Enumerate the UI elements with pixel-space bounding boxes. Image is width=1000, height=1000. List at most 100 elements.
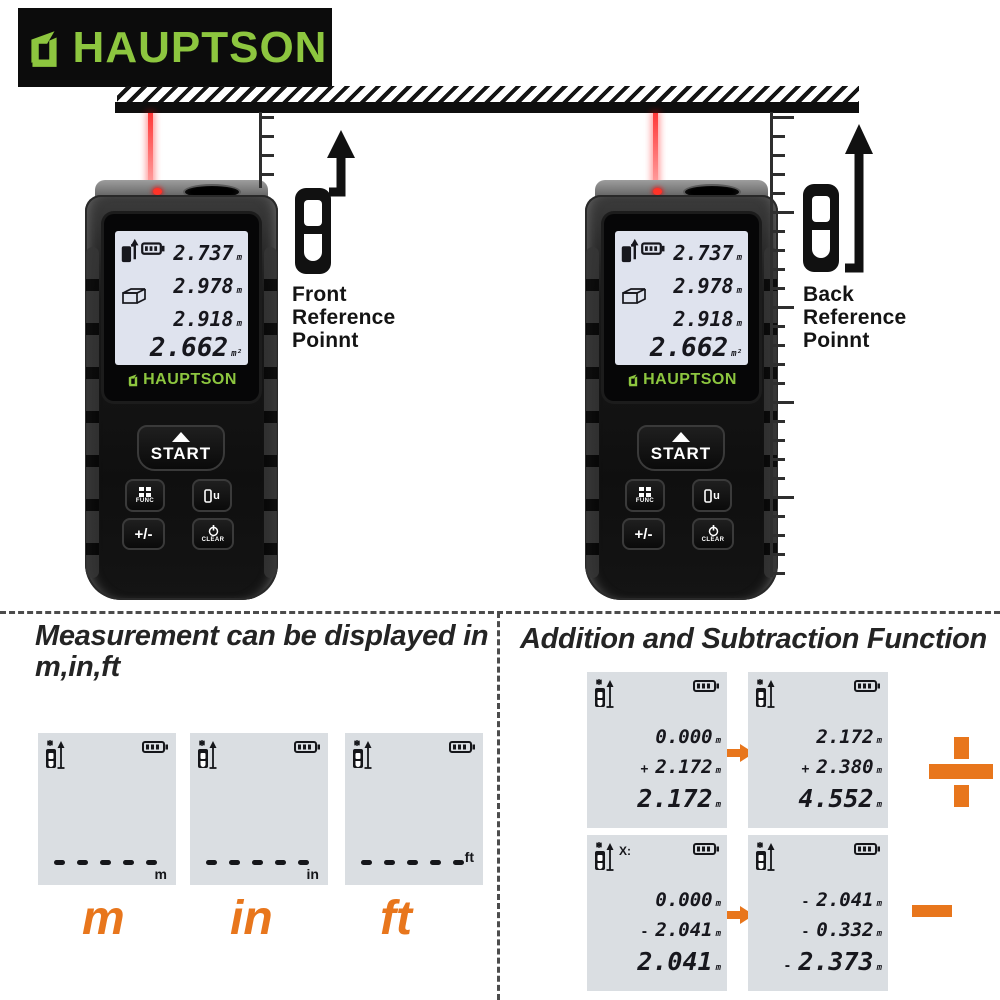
brand-logo-icon <box>30 30 57 67</box>
front-reference-icon <box>295 130 355 274</box>
device-laser-icon <box>756 679 775 708</box>
ruler-short <box>259 112 274 188</box>
brand-glyph-icon <box>128 374 138 387</box>
plus-minus-label: +/- <box>134 525 153 543</box>
front-reference-label: Front Reference Poinnt <box>292 283 395 352</box>
measurement-value: 2.918 <box>673 307 734 331</box>
measurement-value: 2.918 <box>173 307 234 331</box>
ceiling-bar <box>115 102 859 113</box>
laser-beam-left <box>148 113 153 186</box>
func-button: FUNC <box>125 479 165 512</box>
measurement-unit: m <box>236 319 242 329</box>
device-laser-icon <box>46 740 65 769</box>
device-glyph-icon <box>704 488 712 503</box>
unit-button-label: u <box>713 489 720 502</box>
left-title-line2: m,in,ft <box>35 651 120 684</box>
blank-measurement-dashes <box>54 860 157 865</box>
measurement-unit: m <box>236 286 242 296</box>
left-section-title: Measurement can be displayed in m,in,ft <box>35 620 489 684</box>
front-label-line1: Front <box>292 283 347 306</box>
unit-button: u <box>192 479 232 512</box>
back-reference-icon <box>803 124 873 273</box>
blank-measurement-dashes <box>206 860 309 865</box>
clear-button: CLEAR <box>692 518 734 550</box>
unit-screen-in: in <box>190 733 328 885</box>
blank-measurement-dashes <box>361 860 464 865</box>
device-laser-icon <box>353 740 372 769</box>
start-button: START <box>137 425 225 471</box>
device-laser-icon <box>595 842 614 871</box>
measurement-unit: m² <box>731 349 742 359</box>
start-button-label: START <box>150 444 212 463</box>
measurement-value: 2.978 <box>673 274 734 298</box>
battery-icon <box>142 741 168 753</box>
ruler-long <box>770 112 794 577</box>
up-triangle-icon <box>672 432 690 442</box>
ceiling-hatch-pattern <box>117 86 859 103</box>
measurement-unit: m <box>736 253 742 263</box>
left-title-line1: Measurement can be displayed in <box>35 620 489 652</box>
power-icon <box>208 525 218 536</box>
measurement-value: 2.978 <box>173 274 234 298</box>
unit-button: u <box>692 479 732 512</box>
start-button: START <box>637 425 725 471</box>
unit-label-in: in <box>230 892 273 945</box>
ruler-major-ticks <box>773 116 794 577</box>
device-brand-label: HAUPTSON <box>104 371 259 389</box>
right-section-title: Addition and Subtraction Function <box>520 623 987 655</box>
measurement-unit: m <box>236 253 242 263</box>
brand-glyph-icon <box>628 374 638 387</box>
clear-button: CLEAR <box>192 518 234 550</box>
battery-icon <box>449 741 475 753</box>
measurement-value: 2.662 <box>149 333 229 363</box>
x-variable-label: X: <box>619 844 631 858</box>
device-brand-text: HAUPTSON <box>143 371 237 388</box>
battery-icon <box>693 843 719 855</box>
brand-logo-text: HAUPTSON <box>72 22 328 72</box>
device-brand-text: HAUPTSON <box>643 371 737 388</box>
battery-icon <box>294 741 320 753</box>
device-laser-icon <box>756 842 775 871</box>
measurement-value: 2.737 <box>673 241 734 265</box>
vertical-divider <box>497 612 500 1000</box>
unit-label-ft: ft <box>380 892 412 945</box>
screen-unit: ft <box>464 849 474 865</box>
front-label-line2: Reference <box>292 306 396 330</box>
grid-icon <box>139 487 151 497</box>
unit-label-m: m <box>82 892 125 945</box>
plus-minus-label: +/- <box>634 525 653 543</box>
horizontal-divider <box>0 611 1000 614</box>
func-button: FUNC <box>625 479 665 512</box>
battery-icon <box>854 680 880 692</box>
laser-aperture-dot <box>653 188 662 195</box>
plus-minus-button: +/- <box>622 518 665 550</box>
screen-unit: m <box>154 866 167 882</box>
battery-icon <box>693 680 719 692</box>
back-label-line3: Poinnt <box>803 329 870 353</box>
clear-button-label: CLEAR <box>201 537 225 543</box>
back-label-line2: Reference <box>803 306 907 330</box>
back-label-line1: Back <box>803 283 855 306</box>
